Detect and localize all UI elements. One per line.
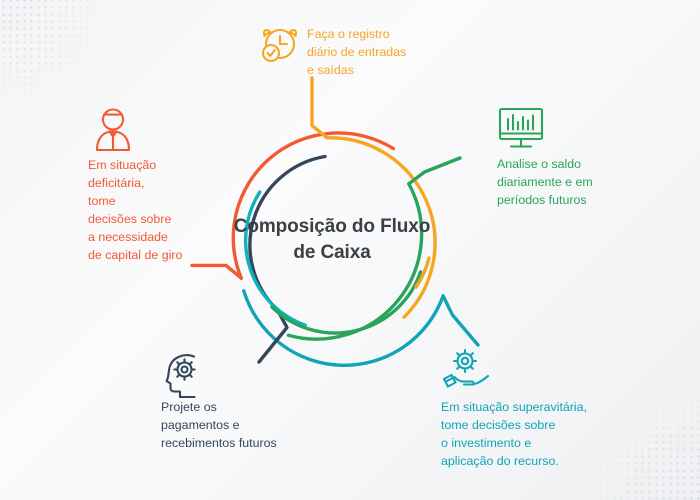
outer-arc-orange [231,131,396,280]
outer-arc-yellow [325,136,437,319]
outer-arc-green [286,182,424,341]
node-label-situacao-deficitaria: Em situação deficitária, tome decisões s… [88,158,183,262]
inner-arc-green [270,270,423,335]
head-gear-icon [165,354,196,399]
person-tie-icon [95,108,131,152]
center-title: Composição do Fluxo de Caixa [233,216,431,264]
connector-right-green [407,156,462,186]
node-label-situacao-superavitaria: Em situação superavitária, tome decisões… [441,400,588,468]
connector-bottom-right-teal [441,294,480,347]
connector-top-yellow [310,76,329,140]
alarm-clock-check-icon [261,28,297,63]
connector-left-orange [190,263,243,280]
node-label-analise-saldo: Analise o saldo diariamente e em período… [497,157,593,207]
monitor-bar-chart-icon [498,107,544,148]
inner-arc-yellow [414,256,431,289]
outer-arc-teal [242,289,445,368]
node-label-projete-pagamentos: Projete os pagamentos e recebimentos fut… [161,400,277,450]
node-label-registro-diario: Faça o registro diário de entradas e saí… [307,27,407,77]
inner-arc-cyan [243,190,307,327]
hand-gear-icon [442,348,490,388]
